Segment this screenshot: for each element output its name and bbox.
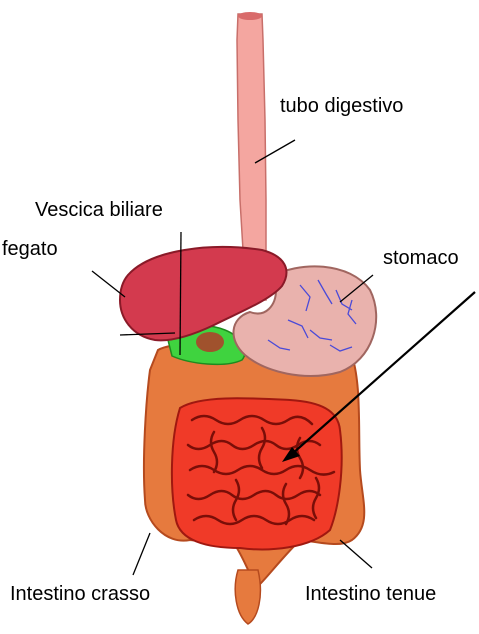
label-large-intestine: Intestino crasso xyxy=(10,584,150,604)
esophagus-top xyxy=(238,12,262,20)
label-liver: fegato xyxy=(2,239,58,259)
label-stomach: stomaco xyxy=(383,248,459,268)
leader-small-intestine xyxy=(340,540,372,568)
label-esophagus: tubo digestivo xyxy=(280,96,403,116)
leader-large-intestine xyxy=(133,533,150,575)
leader-liver xyxy=(92,271,125,297)
label-small-intestine: Intestino tenue xyxy=(305,584,436,604)
label-gallbladder: Vescica biliare xyxy=(35,200,163,220)
rectum-shape xyxy=(235,570,260,624)
duct-shape xyxy=(196,332,224,352)
